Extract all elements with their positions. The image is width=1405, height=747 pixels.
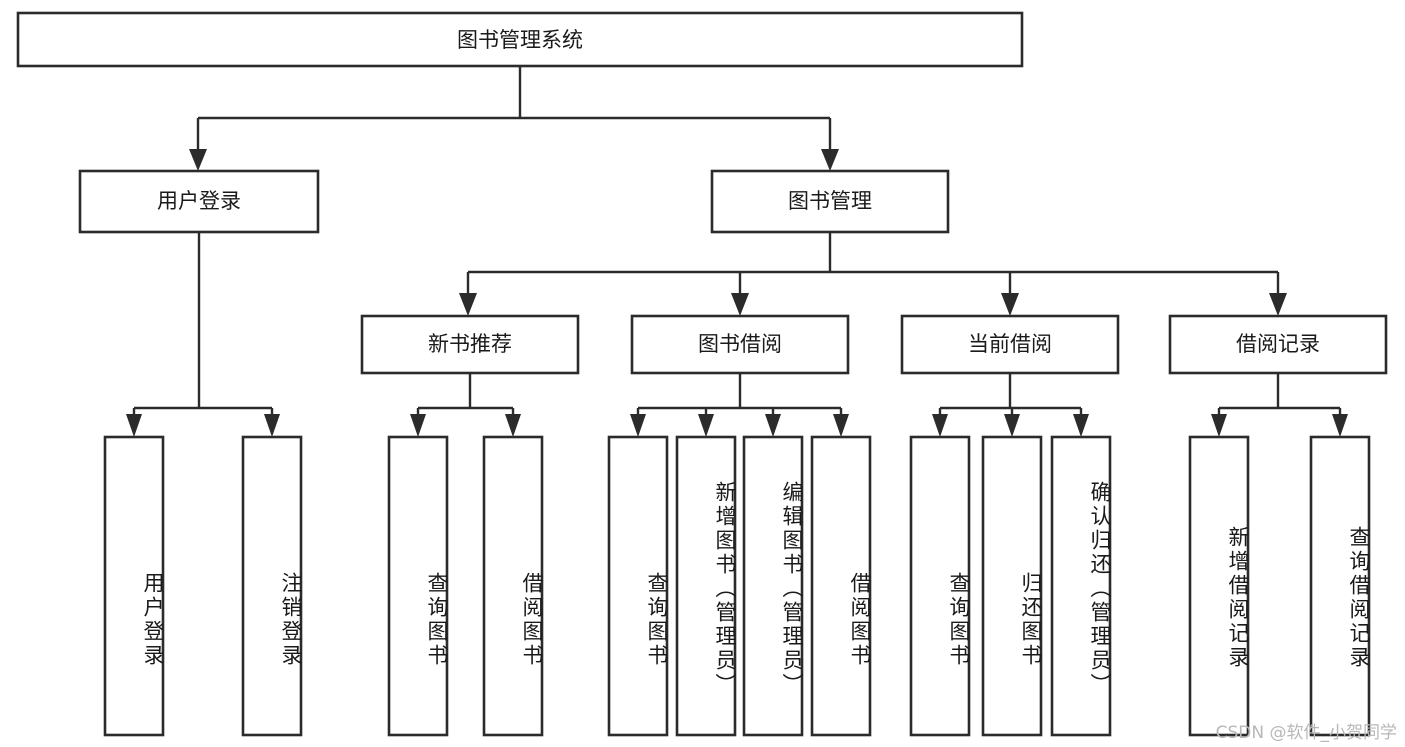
node-borrow-record-box[interactable] bbox=[1168, 314, 1388, 375]
arrow-head-icon bbox=[459, 293, 477, 316]
connector-borrowrecord-to-leaves bbox=[1211, 373, 1348, 437]
connector-bookborrow-to-leaves bbox=[630, 373, 849, 437]
connector-root-to-level2 bbox=[189, 66, 839, 171]
arrow-head-icon bbox=[264, 414, 280, 437]
node-current-borrow-label: 当前借阅 bbox=[968, 332, 1052, 356]
arrow-head-icon bbox=[630, 414, 646, 437]
node-book-borrow-label: 图书借阅 bbox=[698, 332, 782, 356]
node-book-manage[interactable]: 图书管理 bbox=[710, 169, 950, 234]
arrow-head-icon bbox=[1004, 414, 1020, 437]
leaf-box-borrow-book[interactable] bbox=[810, 435, 872, 737]
leaf-box-add-book[interactable] bbox=[675, 435, 737, 737]
leaf-box-user-login[interactable] bbox=[103, 435, 165, 737]
leaf-box-query-book-current[interactable] bbox=[909, 435, 971, 737]
node-current-borrow-box[interactable] bbox=[900, 314, 1120, 375]
node-root-box[interactable] bbox=[16, 11, 1024, 68]
arrow-head-icon bbox=[1073, 414, 1089, 437]
node-current-borrow[interactable]: 当前借阅 bbox=[900, 314, 1120, 375]
leaf-boxes bbox=[103, 435, 1371, 737]
connector-newbookrec-to-leaves bbox=[410, 373, 521, 437]
node-borrow-record-label: 借阅记录 bbox=[1236, 332, 1320, 356]
node-book-borrow-box[interactable] bbox=[630, 314, 850, 375]
arrow-head-icon bbox=[505, 414, 521, 437]
node-user-login-box[interactable] bbox=[78, 169, 320, 234]
node-root[interactable]: 图书管理系统 bbox=[16, 11, 1024, 68]
connector-bookmanage-to-level3 bbox=[459, 232, 1287, 316]
leaf-box-edit-book[interactable] bbox=[742, 435, 804, 737]
arrow-head-icon bbox=[698, 414, 714, 437]
node-book-manage-label: 图书管理 bbox=[788, 189, 872, 213]
csdn-watermark: CSDN @软件_小贺同学 bbox=[1215, 723, 1397, 743]
leaf-box-confirm-return[interactable] bbox=[1050, 435, 1112, 737]
node-borrow-record[interactable]: 借阅记录 bbox=[1168, 314, 1388, 375]
arrow-head-icon bbox=[410, 414, 426, 437]
node-root-label: 图书管理系统 bbox=[457, 28, 583, 52]
leaf-box-query-book-rec[interactable] bbox=[387, 435, 449, 737]
arrow-head-icon bbox=[126, 414, 142, 437]
arrow-head-icon bbox=[821, 149, 839, 171]
leaf-box-query-book-borrow[interactable] bbox=[607, 435, 669, 737]
node-book-borrow[interactable]: 图书借阅 bbox=[630, 314, 850, 375]
arrow-head-icon bbox=[189, 149, 207, 171]
connector-userlogin-to-leaves bbox=[126, 232, 280, 437]
leaf-box-query-record[interactable] bbox=[1309, 435, 1371, 737]
arrow-head-icon bbox=[932, 414, 948, 437]
leaf-box-logout[interactable] bbox=[241, 435, 303, 737]
arrow-head-icon bbox=[1211, 414, 1227, 437]
leaf-box-add-record[interactable] bbox=[1188, 435, 1250, 737]
node-new-book-rec-box[interactable] bbox=[360, 314, 580, 375]
arrow-head-icon bbox=[731, 293, 749, 316]
arrow-head-icon bbox=[765, 414, 781, 437]
node-user-login[interactable]: 用户登录 bbox=[78, 169, 320, 234]
arrow-head-icon bbox=[1332, 414, 1348, 437]
arrow-head-icon bbox=[1001, 293, 1019, 316]
node-new-book-rec[interactable]: 新书推荐 bbox=[360, 314, 580, 375]
node-user-login-label: 用户登录 bbox=[157, 189, 241, 213]
arrow-head-icon bbox=[833, 414, 849, 437]
node-new-book-rec-label: 新书推荐 bbox=[428, 332, 512, 356]
leaf-box-return-book[interactable] bbox=[981, 435, 1043, 737]
arrow-head-icon bbox=[1269, 293, 1287, 316]
connector-currentborrow-to-leaves bbox=[932, 373, 1089, 437]
leaf-box-borrow-book-rec[interactable] bbox=[482, 435, 544, 737]
node-book-manage-box[interactable] bbox=[710, 169, 950, 234]
